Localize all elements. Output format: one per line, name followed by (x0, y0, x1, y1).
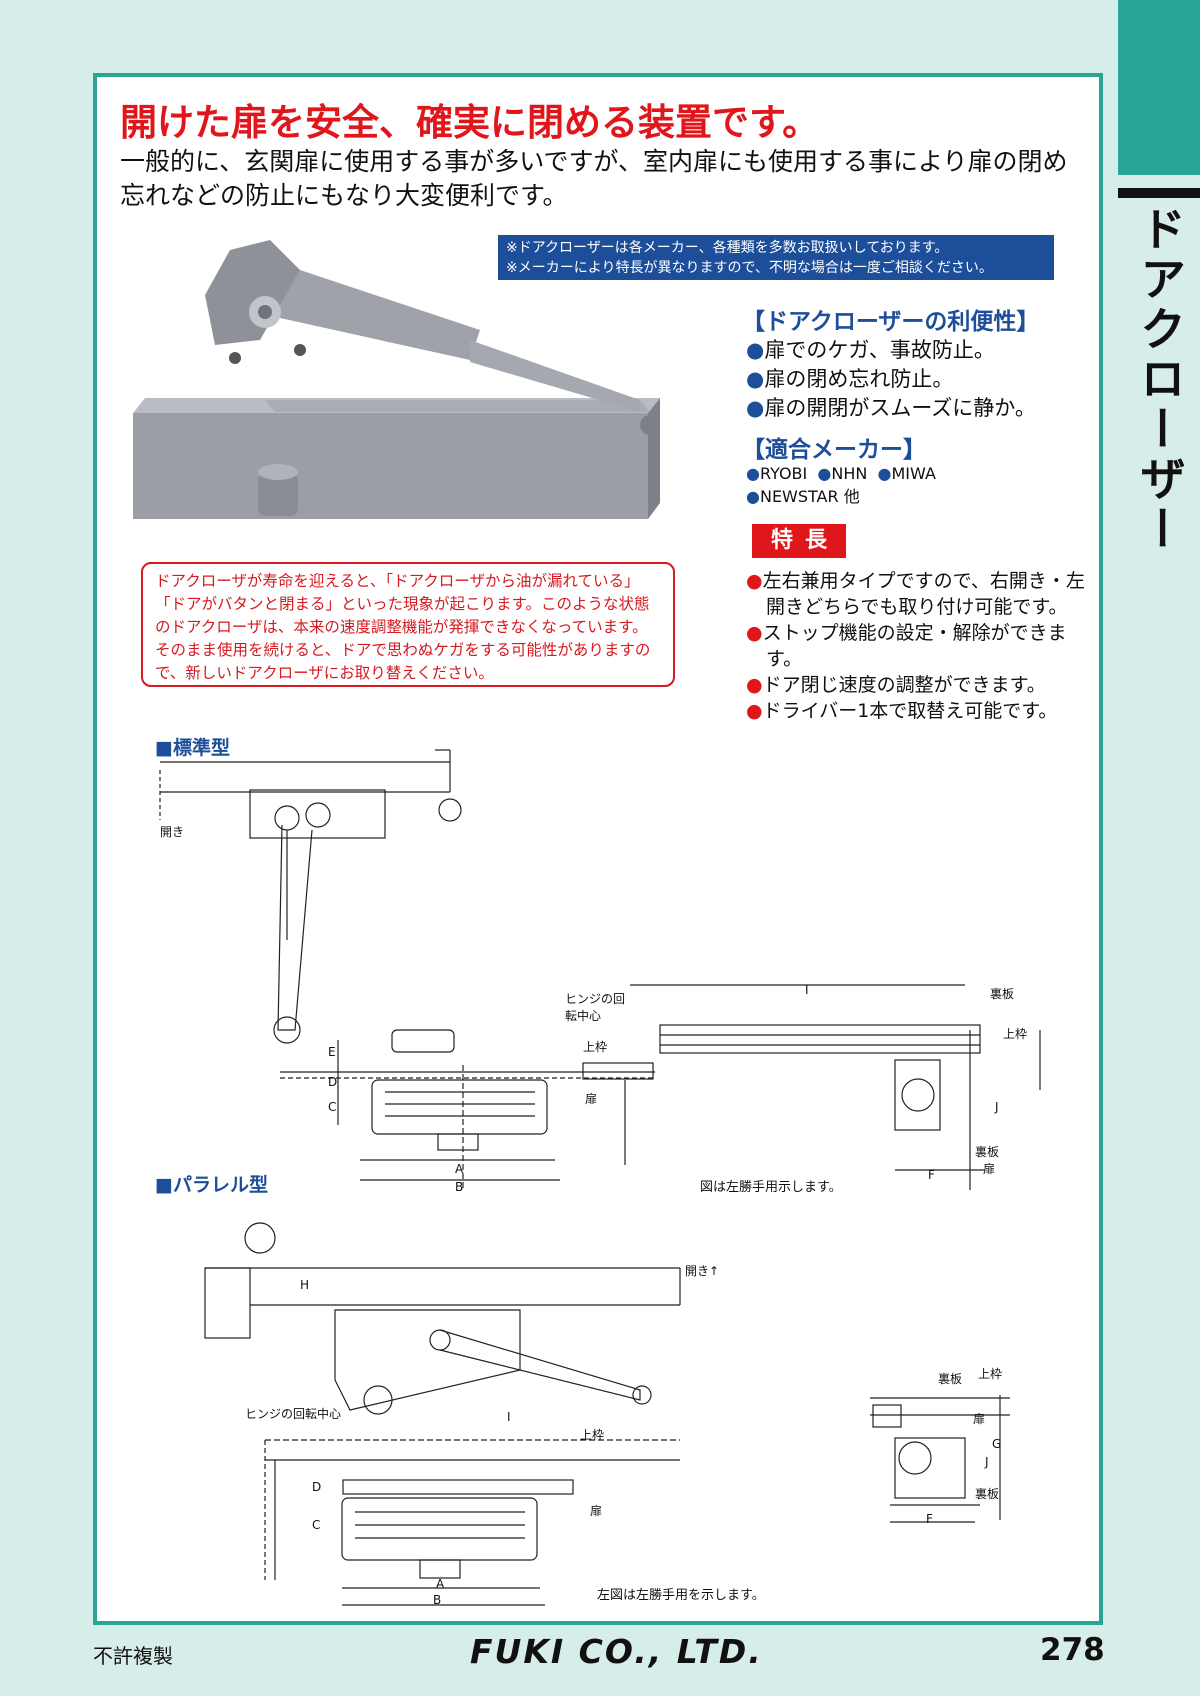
upper-frame-label: 上枠 (583, 1040, 608, 1054)
hinge-center-label: ヒンジの回転中心 (565, 992, 626, 1023)
dim-a-parallel: A (436, 1577, 445, 1591)
notice-line-2: ※メーカーにより特長が異なりますので、不明な場合は一度ご相談ください。 (506, 260, 993, 276)
door-label: 扉 (585, 1092, 598, 1106)
standard-type-title: 標準型 (155, 733, 230, 760)
list-item: ドライバー1本で取替え可能です。 (746, 698, 1091, 724)
dim-g: G (992, 1437, 1002, 1451)
back-plate-label-parallel: 裏板 (938, 1372, 963, 1386)
door-label-right: 扉 (983, 1162, 996, 1176)
dim-b: B (455, 1180, 464, 1194)
list-item: ストップ機能の設定・解除ができます。 (746, 620, 1091, 672)
maker-name: RYOBI (759, 464, 808, 483)
notice-line-1: ※ドアクローザーは各メーカー、各種類を多数お取扱いしております。 (506, 240, 949, 256)
parallel-type-drawing (204, 1222, 1010, 1606)
dim-i-parallel: I (507, 1410, 511, 1424)
upper-frame-label-right: 上枠 (1003, 1027, 1028, 1041)
back-plate-label-lower: 裏板 (975, 1145, 1000, 1159)
dim-i: I (805, 983, 809, 997)
dim-d-parallel: D (312, 1480, 322, 1494)
dim-h: H (300, 1278, 310, 1292)
page-number: 278 (1040, 1632, 1105, 1668)
standard-type-drawing (159, 749, 1041, 1190)
side-title: ドアクローザー (1133, 205, 1187, 555)
maker-name: MIWA (891, 464, 936, 483)
list-item: 左右兼用タイプですので、右開き・左開きどちらでも取り付け可能です。 (746, 568, 1091, 620)
upper-frame-label-parallel: 上枠 (580, 1428, 605, 1442)
dim-b-parallel: B (433, 1593, 442, 1607)
upper-frame-label-parallel-right: 上枠 (978, 1367, 1003, 1381)
benefits-list: 扉でのケガ、事故防止。 扉の閉め忘れ防止。 扉の開閉がスムーズに静か。 (746, 336, 1036, 423)
back-plate-label: 裏板 (990, 987, 1015, 1001)
back-plate-label-parallel-lower: 裏板 (975, 1487, 1000, 1501)
door-label-parallel-right: 扉 (973, 1412, 986, 1426)
intro-text: 一般的に、玄関扉に使用する事が多いですが、室内扉にも使用する事により扉の閉め忘れ… (120, 147, 1068, 210)
warning-box: ドアクローザが寿命を迎えると、「ドアクローザから油が漏れている」「ドアがバタンと… (141, 562, 675, 687)
dim-c-parallel: C (312, 1518, 321, 1532)
features-badge: 特長 (752, 524, 846, 558)
list-item: 扉でのケガ、事故防止。 (746, 336, 1036, 365)
features-list: 左右兼用タイプですので、右開き・左開きどちらでも取り付け可能です。 ストップ機能… (746, 568, 1091, 724)
hinge-center-label-parallel: ヒンジの回転中心 (245, 1407, 342, 1421)
footer-copyright: 不許複製 (93, 1644, 173, 1668)
list-item: 扉の開閉がスムーズに静か。 (746, 394, 1036, 423)
dim-c: C (328, 1100, 337, 1114)
door-label-parallel: 扉 (590, 1504, 603, 1518)
dim-e: E (328, 1045, 336, 1059)
side-tab-bar (1118, 188, 1200, 198)
headline: 開けた扉を安全、確実に閉める装置です。 (120, 101, 820, 144)
list-item: ドア閉じ速度の調整ができます。 (746, 672, 1091, 698)
makers-list: ●RYOBI ●NHN ●MIWA ●NEWSTAR 他 (746, 464, 936, 506)
standard-caption: 図は左勝手用示します。 (700, 1180, 842, 1195)
footer-company: FUKI CO., LTD. (470, 1632, 763, 1671)
dim-f-parallel: F (926, 1512, 933, 1526)
dim-j-parallel: J (985, 1455, 989, 1469)
side-tab-block (1118, 0, 1200, 175)
list-item: 扉の閉め忘れ防止。 (746, 365, 1036, 394)
makers-heading: 【適合メーカー】 (742, 437, 926, 463)
notice-box: ※ドアクローザーは各メーカー、各種類を多数お取扱いしております。 ※メーカーによ… (498, 235, 1054, 280)
open-arrow-label: 開き↑ (685, 1264, 720, 1278)
open-label: 開き (160, 825, 185, 839)
parallel-caption: 左図は左勝手用を示します。 (597, 1588, 765, 1603)
parallel-type-title: パラレル型 (155, 1170, 268, 1197)
dim-a: A (455, 1162, 464, 1176)
dim-f: F (928, 1168, 935, 1182)
dim-d: D (328, 1075, 338, 1089)
maker-name: NHN (831, 464, 868, 483)
dim-j: J (995, 1100, 999, 1114)
benefits-heading: 【ドアクローザーの利便性】 (742, 309, 1040, 335)
door-closer-illustration (133, 240, 660, 519)
maker-name: NEWSTAR 他 (759, 487, 860, 506)
